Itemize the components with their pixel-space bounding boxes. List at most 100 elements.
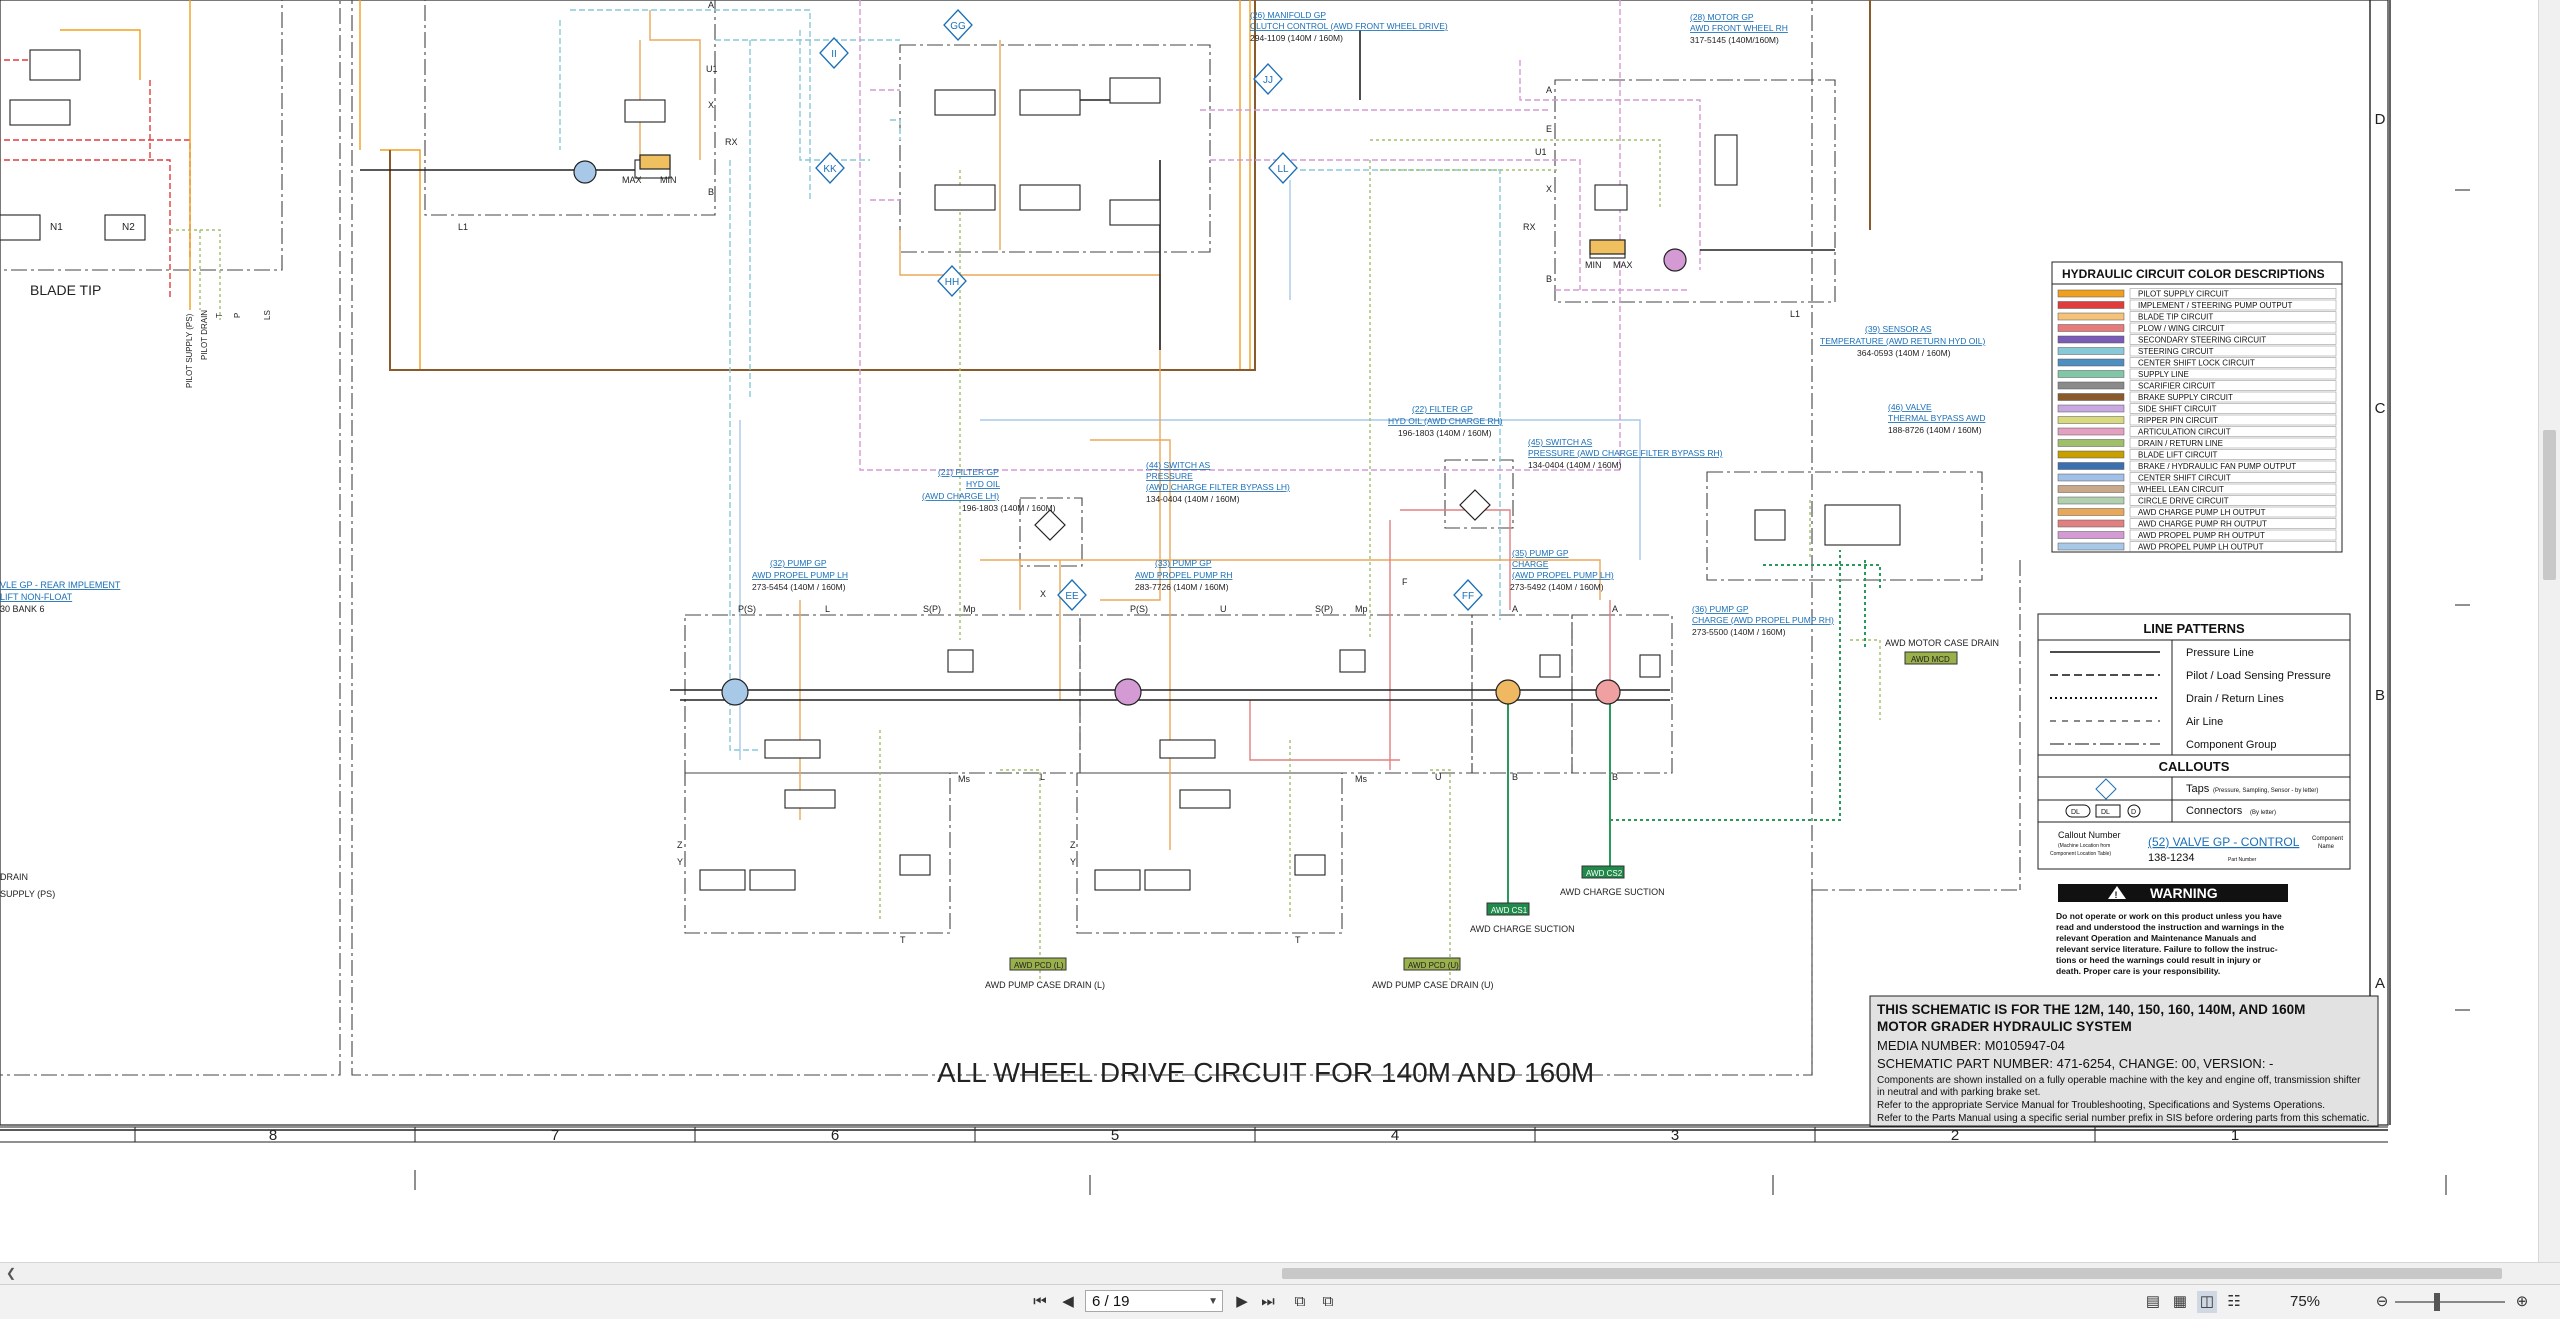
hydraulic-schematic: GG II JJ KK LL HH EE FF BLADE TIP N1 N2 … (0, 0, 2470, 1195)
callout-charge-pump-lh[interactable]: (35) PUMP GP CHARGE (AWD PROPEL PUMP LH)… (1510, 548, 1614, 592)
legend-label: DRAIN / RETURN LINE (2138, 439, 2223, 448)
svg-text:(22) FILTER GP: (22) FILTER GP (1412, 404, 1473, 414)
svg-text:AWD PROPEL PUMP RH: AWD PROPEL PUMP RH (1135, 570, 1232, 580)
legend-label: PLOW / WING CIRCUIT (2138, 324, 2225, 333)
svg-text:in neutral and with parking br: in neutral and with parking brake set. (1877, 1087, 2040, 1098)
svg-text:196-1803 (140M / 160M): 196-1803 (140M / 160M) (962, 503, 1056, 513)
last-page-icon[interactable]: ⏭ (1261, 1293, 1275, 1310)
vertical-scrollbar[interactable] (2538, 0, 2560, 1262)
legend-row (2129, 437, 2337, 449)
document-viewport: GG II JJ KK LL HH EE FF BLADE TIP N1 N2 … (0, 0, 2470, 1195)
line-label: T (215, 313, 224, 318)
first-page-icon[interactable]: ⏮ (1033, 1293, 1047, 1310)
port-label: L1 (458, 222, 468, 232)
next-page-icon[interactable]: ▶ (1236, 1293, 1248, 1310)
warning-title: WARNING (2150, 885, 2218, 901)
component-ref[interactable]: LIFT NON-FLOAT (0, 592, 73, 602)
callout-manifold-gp[interactable]: (26) MANIFOLD GP CLUTCH CONTROL (AWD FRO… (1250, 10, 1448, 43)
horizontal-scrollbar[interactable]: ❮ (0, 1262, 2560, 1285)
svg-text:tions or heed the warnings cou: tions or heed the warnings could result … (2056, 955, 2262, 965)
legend-row (2129, 299, 2337, 311)
vertical-scroll-thumb[interactable] (2543, 430, 2556, 580)
port-label: B (708, 187, 714, 197)
zoom-slider[interactable] (2395, 1301, 2505, 1303)
tap-label: JJ (1263, 75, 1273, 86)
callout-propel-pump-lh[interactable]: (32) PUMP GP AWD PROPEL PUMP LH 273-5454… (752, 558, 848, 592)
legend-row (2129, 322, 2337, 334)
svg-text:LINE PATTERNS: LINE PATTERNS (2143, 621, 2245, 636)
port-label: T (1295, 935, 1301, 945)
previous-page-icon[interactable]: ◀ (1062, 1293, 1074, 1310)
callout-propel-pump-rh[interactable]: (33) PUMP GP AWD PROPEL PUMP RH 283-7726… (1135, 558, 1232, 592)
callout-thermal-bypass-valve[interactable]: (46) VALVE THERMAL BYPASS AWD 188-8726 (… (1888, 402, 1985, 435)
legend-label: BRAKE / HYDRAULIC FAN PUMP OUTPUT (2138, 462, 2296, 471)
port-label: U (1435, 772, 1442, 782)
fit-page-icon[interactable]: ⧉ (1294, 1293, 1306, 1310)
port-label: Z (1070, 840, 1076, 850)
zoom-level: 75% (2290, 1293, 2321, 1310)
svg-text:294-1109 (140M / 160M): 294-1109 (140M / 160M) (1250, 33, 1343, 43)
horizontal-scroll-thumb[interactable] (1282, 1268, 2502, 1279)
svg-text:read and understood the instru: read and understood the instruction and … (2056, 922, 2284, 932)
legend-label: AWD PROPEL PUMP LH OUTPUT (2138, 543, 2264, 552)
connector-awd-mcd: AWD MCD (1911, 655, 1950, 664)
two-page-view-icon[interactable]: ◫ (2197, 1291, 2217, 1313)
callout-switch-as-rh[interactable]: (45) SWITCH AS PRESSURE (AWD CHARGE FILT… (1528, 437, 1723, 470)
legend-swatch (2057, 450, 2125, 459)
zoom-out-icon[interactable]: ⊖ (2375, 1293, 2389, 1310)
legend-label: WHEEL LEAN CIRCUIT (2138, 485, 2224, 494)
callout-motor-gp[interactable]: (28) MOTOR GP AWD FRONT WHEEL RH 317-514… (1690, 12, 1788, 45)
legend-label: AWD PROPEL PUMP RH OUTPUT (2138, 531, 2265, 540)
callout-switch-as-lh[interactable]: (44) SWITCH AS PRESSURE (AWD CHARGE FILT… (1146, 460, 1290, 504)
svg-text:(Machine Location from: (Machine Location from (2058, 843, 2110, 849)
port-label: Mp (1355, 604, 1368, 614)
port-label: B (1546, 274, 1552, 284)
line-pattern-label: Pilot / Load Sensing Pressure (2186, 670, 2331, 682)
callout-temperature-sensor[interactable]: (39) SENSOR AS TEMPERATURE (AWD RETURN H… (1820, 324, 1985, 358)
legend-swatch (2057, 496, 2125, 505)
line-pattern-label: Drain / Return Lines (2186, 693, 2284, 705)
zoom-in-icon[interactable]: ⊕ (2515, 1293, 2529, 1310)
page-number-input[interactable]: 6 / 19 ▼ (1085, 1290, 1223, 1312)
svg-text:CHARGE (AWD PROPEL PUMP RH): CHARGE (AWD PROPEL PUMP RH) (1692, 615, 1834, 625)
legend-row (2129, 357, 2337, 368)
blade-tip-label: BLADE TIP (30, 282, 101, 298)
scroll-left-icon[interactable]: ❮ (6, 1266, 17, 1280)
svg-text:!: ! (2115, 890, 2118, 900)
tap-label: KK (823, 164, 837, 175)
callout-charge-pump-rh[interactable]: (36) PUMP GP CHARGE (AWD PROPEL PUMP RH)… (1692, 604, 1834, 637)
svg-text:(36) PUMP GP: (36) PUMP GP (1692, 604, 1749, 614)
port-label: A (1612, 604, 1618, 614)
two-page-continuous-icon[interactable]: ☷ (2227, 1293, 2241, 1310)
legend-label: ARTICULATION CIRCUIT (2138, 428, 2231, 437)
port-label: L (1040, 772, 1045, 782)
port-label: P(S) (1130, 604, 1148, 614)
port-label: Ms (958, 774, 970, 784)
legend-swatch (2057, 393, 2125, 401)
legend-row (2129, 311, 2337, 322)
tap-label: LL (1277, 164, 1289, 175)
continuous-view-icon[interactable]: ▦ (2172, 1293, 2188, 1310)
connector-awd-cs1: AWD CS1 (1491, 906, 1528, 915)
legend-label: BRAKE SUPPLY CIRCUIT (2138, 393, 2233, 402)
svg-text:273-5500 (140M / 160M): 273-5500 (140M / 160M) (1692, 627, 1786, 637)
tap-label: FF (1462, 591, 1474, 602)
svg-text:D: D (2131, 809, 2136, 816)
legend-row (2129, 288, 2337, 299)
connector-awd-pcd-u: AWD PCD (U) (1408, 961, 1459, 970)
svg-text:317-5145 (140M/160M): 317-5145 (140M/160M) (1690, 35, 1779, 45)
callout-filter-gp-rh[interactable]: (22) FILTER GP HYD OIL (AWD CHARGE RH) 1… (1388, 404, 1503, 438)
fit-width-icon[interactable]: ⧉ (1322, 1293, 1334, 1310)
single-page-view-icon[interactable]: ▤ (2145, 1293, 2161, 1310)
drain-label: AWD CHARGE SUCTION (1560, 887, 1665, 897)
zoom-slider-handle[interactable] (2434, 1293, 2440, 1311)
legend-label: STEERING CIRCUIT (2138, 347, 2214, 356)
legend-swatch (2057, 462, 2125, 470)
port-label: X (708, 100, 714, 110)
port-label: F (1402, 577, 1408, 587)
legend-label: CENTER SHIFT CIRCUIT (2138, 474, 2231, 483)
zone-label: D (2375, 111, 2386, 128)
legend-row (2129, 449, 2337, 460)
callout-filter-gp-lh[interactable]: (21) FILTER GP HYD OIL (AWD CHARGE LH) 1… (922, 467, 1056, 513)
component-ref[interactable]: VLE GP - REAR IMPLEMENT (0, 580, 121, 590)
